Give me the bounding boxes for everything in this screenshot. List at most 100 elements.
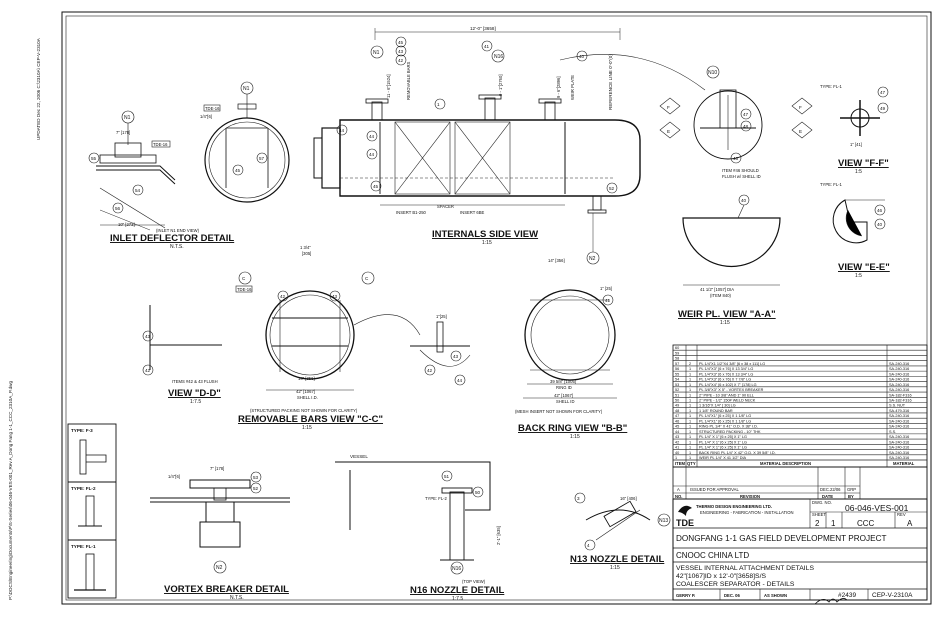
bom-cell: 49 bbox=[675, 404, 679, 408]
bom-cell: 1 bbox=[689, 378, 691, 382]
svg-text:SHEET: SHEET bbox=[812, 512, 826, 517]
bom-cell: 1 bbox=[689, 430, 691, 434]
svg-text:44: 44 bbox=[369, 134, 375, 139]
svg-text:1:15: 1:15 bbox=[302, 425, 312, 431]
bom-cell: 50 bbox=[675, 399, 679, 403]
n13-nozzle-detail: 3 4 N13 16" [406] N13 NOZZLE DETAIL 1:15 bbox=[570, 492, 671, 571]
svg-text:42: 42 bbox=[398, 58, 404, 63]
svg-text:45: 45 bbox=[373, 184, 379, 189]
svg-text:14" [356]: 14" [356] bbox=[548, 258, 565, 263]
svg-text:F: F bbox=[799, 105, 802, 110]
svg-text:1:5: 1:5 bbox=[855, 273, 862, 279]
company-name: THERMO DESIGN ENGINEERING LTD. bbox=[696, 504, 772, 509]
bom-cell: 1 bbox=[689, 451, 691, 455]
svg-text:9 - 1"[2760]: 9 - 1"[2760] bbox=[498, 74, 503, 96]
svg-text:4: 4 bbox=[587, 543, 590, 548]
bom-cell: SA-240-316 bbox=[889, 414, 909, 418]
drawing-number: 06-046-VES-001 bbox=[845, 503, 909, 513]
svg-text:40: 40 bbox=[741, 198, 747, 203]
svg-text:AS SHOWN: AS SHOWN bbox=[764, 593, 787, 598]
svg-text:N13: N13 bbox=[659, 518, 668, 524]
vortex-breaker-detail: N2 53 52 7" [178] 1/4"[6] VORTEX BREAKER… bbox=[150, 466, 290, 601]
svg-text:1: 1 bbox=[437, 102, 440, 107]
bom-cell: SA-240-316 bbox=[889, 435, 909, 439]
drawing-title-line3: COALESCER SEPARATOR - DETAILS bbox=[676, 581, 795, 588]
svg-text:1: 1 bbox=[831, 519, 836, 528]
svg-text:E: E bbox=[667, 129, 670, 134]
view-ee-title: VIEW "E-E" bbox=[838, 262, 890, 273]
svg-text:VESSEL: VESSEL bbox=[350, 454, 368, 459]
svg-text:1:7.5: 1:7.5 bbox=[190, 399, 201, 405]
svg-text:TYPE: FL-1: TYPE: FL-1 bbox=[820, 84, 843, 89]
svg-text:40: 40 bbox=[579, 54, 585, 59]
weir-plate-view-aa: 40 41 1/2" [1057] DIA (ITEM 840) WEIR PL… bbox=[678, 194, 781, 326]
svg-text:12'-0" [3658]: 12'-0" [3658] bbox=[470, 26, 496, 31]
svg-text:DEC. 06: DEC. 06 bbox=[724, 593, 740, 598]
svg-text:16" [406]: 16" [406] bbox=[620, 496, 637, 501]
svg-text:#2439: #2439 bbox=[838, 592, 856, 599]
svg-text:1:15: 1:15 bbox=[610, 565, 620, 571]
svg-text:57: 57 bbox=[259, 156, 265, 161]
sheet-inner-border bbox=[65, 15, 928, 601]
inlet-end-view: N1 45 57 TDE-16 1/4"[6] bbox=[200, 81, 290, 203]
bom-cell: 1 bbox=[675, 456, 677, 460]
bom-cell: PL 1/4"X4" [6 x 102] X 7" [178] LG bbox=[699, 383, 757, 387]
company-logo: TDE bbox=[676, 505, 694, 528]
bom-cell: SA-240-316 bbox=[889, 367, 909, 371]
type-box-fl1: TYPE: FL-1 bbox=[71, 544, 96, 549]
bom-cell: SA-240-316 bbox=[889, 383, 909, 387]
svg-text:TYPE: FL-1: TYPE: FL-1 bbox=[820, 182, 843, 187]
svg-text:10" [273]: 10" [273] bbox=[118, 222, 135, 227]
bom-cell: 1 bbox=[689, 383, 691, 387]
svg-text:ISSUED FOR APPROVAL: ISSUED FOR APPROVAL bbox=[690, 487, 739, 492]
svg-text:41: 41 bbox=[484, 44, 490, 49]
bom-cell: 57 bbox=[675, 362, 679, 366]
svg-text:1:5: 1:5 bbox=[855, 169, 862, 175]
svg-text:F: F bbox=[667, 105, 670, 110]
svg-text:C: C bbox=[242, 276, 246, 281]
svg-text:REVISION: REVISION bbox=[740, 494, 760, 499]
bom-cell: 43 bbox=[675, 435, 679, 439]
svg-text:55: 55 bbox=[91, 156, 97, 161]
svg-text:MATERIAL DESCRIPTION: MATERIAL DESCRIPTION bbox=[760, 461, 811, 466]
bom-cell: SA-240-316 bbox=[889, 388, 909, 392]
view-ee: 46 40 TYPE: FL-1 VIEW "E-E" 1:5 bbox=[820, 182, 890, 279]
svg-text:(MESH INSERT NOT SHOWN FOR CLA: (MESH INSERT NOT SHOWN FOR CLARITY) bbox=[515, 409, 603, 414]
bom-cell: SA-182-F316 bbox=[889, 393, 912, 397]
svg-text:DWG. NO.: DWG. NO. bbox=[812, 500, 832, 505]
weld-type-boxes: TYPE: F-3 TYPE: FL-2 TYPE: FL-1 bbox=[67, 423, 117, 599]
bom-cell: SA-240-316 bbox=[889, 456, 909, 460]
svg-text:WEIR PLATE: WEIR PLATE bbox=[570, 75, 575, 100]
svg-text:1:15: 1:15 bbox=[720, 320, 730, 326]
type-box-fl2: TYPE: FL-2 bbox=[71, 486, 96, 491]
signature-scribble bbox=[814, 598, 848, 605]
svg-text:E: E bbox=[799, 129, 802, 134]
svg-text:47: 47 bbox=[880, 90, 886, 95]
internals-side-view: 12'-0" [3658] N1 45 43 42 41 N16 40 1 bbox=[313, 26, 706, 265]
svg-text:A: A bbox=[677, 487, 680, 492]
bom-cell: SA-240-316 bbox=[889, 446, 909, 450]
svg-text:50: 50 bbox=[475, 490, 481, 495]
svg-text:44: 44 bbox=[339, 128, 345, 133]
svg-text:(ITEM 840): (ITEM 840) bbox=[710, 293, 732, 298]
svg-text:INSERT 6BE: INSERT 6BE bbox=[460, 210, 484, 215]
back-ring-view-bb: 41 14" [356] 1" [25] 39 5/8" [1005] RING… bbox=[515, 258, 627, 440]
svg-text:REV: REV bbox=[897, 512, 906, 517]
svg-text:TYPE: FL-2: TYPE: FL-2 bbox=[425, 496, 448, 501]
bom-cell: 1 bbox=[689, 456, 691, 460]
svg-text:43: 43 bbox=[145, 334, 151, 339]
bom-cell: 1 bbox=[689, 425, 691, 429]
bom-cell: 1 bbox=[689, 399, 691, 403]
bom-cell: S.S. bbox=[889, 430, 896, 434]
bom-cell: PL 1/4" X 1" [6 x 25] X 1" LG bbox=[699, 446, 747, 450]
bom-cell: 1 bbox=[689, 414, 691, 418]
svg-text:SPACER: SPACER bbox=[437, 204, 454, 209]
svg-text:2: 2 bbox=[815, 519, 820, 528]
bom-cell: 51 bbox=[675, 393, 679, 397]
bom-cell: 48 bbox=[675, 409, 679, 413]
margin-update-stamp: UPDATED Dec 22, 2006 C:\2310A\ CEP-V-231… bbox=[36, 37, 41, 140]
svg-text:TDE: TDE bbox=[676, 518, 694, 528]
drawing-title-line1: VESSEL INTERNAL ATTACHMENT DETAILS bbox=[676, 565, 814, 572]
svg-text:TDE-16: TDE-16 bbox=[205, 106, 220, 111]
svg-text:52: 52 bbox=[253, 486, 259, 491]
